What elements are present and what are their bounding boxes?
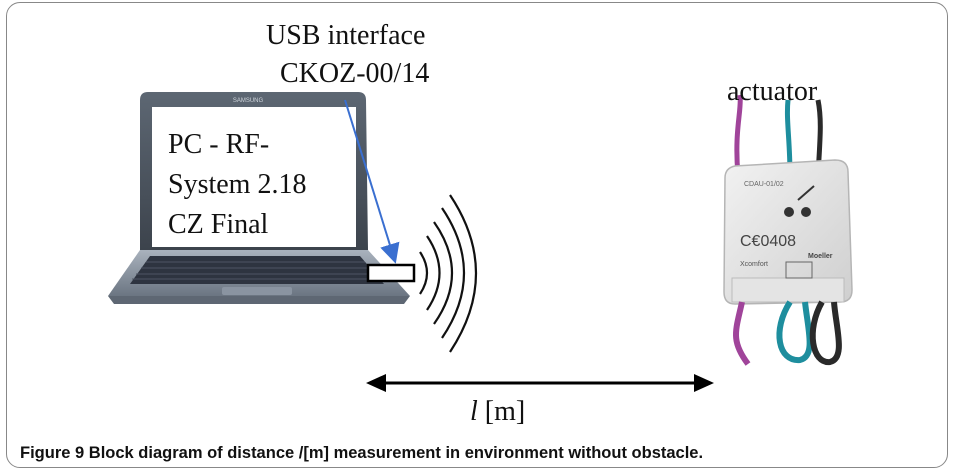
pc-screen-line-2: System 2.18 [168, 169, 307, 200]
distance-unit: [m] [484, 396, 526, 427]
laptop-screen [152, 107, 356, 247]
distance-symbol: l [470, 396, 478, 427]
figure-caption: Figure 9 Block diagram of distance /[m] … [20, 444, 940, 463]
pc-screen-line-3: CZ Final [168, 209, 269, 240]
keyboard-keys [132, 261, 381, 280]
laptop-keyboard [130, 256, 384, 284]
wire-purple-top [734, 94, 743, 176]
wire-black-bottom [809, 300, 842, 365]
wire-purple-bottom [733, 301, 751, 366]
wire-teal-bottom [776, 300, 813, 363]
device-comfort-text: Xcomfort [740, 261, 768, 268]
laptop-touchpad [222, 287, 292, 295]
pc-screen-text: PC - RF- System 2.18 CZ Final [168, 125, 348, 245]
caption-figure-label: Figure 9 [20, 444, 85, 462]
distance-arrow [366, 374, 714, 392]
actuator-label: actuator [727, 76, 818, 107]
device-model-text: CDAU-01/02 [744, 181, 784, 188]
caption-text: Block diagram of distance /[m] measureme… [88, 444, 704, 462]
device-brand-text: Moeller [808, 253, 833, 260]
usb-interface-label: USB interface [266, 20, 426, 51]
actuator-device: CDAU-01/02 C€0408 Xcomfort Moeller [723, 94, 853, 366]
usb-pointer-arrow [344, 99, 400, 264]
radio-waves [419, 194, 478, 353]
laptop-brand-mark: SAMSUNG [233, 98, 264, 104]
usb-model-label: CKOZ-00/14 [280, 58, 430, 89]
laptop: SAMSUNG [108, 92, 410, 304]
distance-label: l [m] [470, 396, 525, 428]
figure-border [6, 2, 948, 468]
laptop-base-edge [108, 296, 410, 304]
usb-dongle [366, 263, 416, 283]
device-ce-text: C€0408 [740, 233, 796, 250]
pc-screen-line-1: PC - RF- [168, 129, 270, 160]
